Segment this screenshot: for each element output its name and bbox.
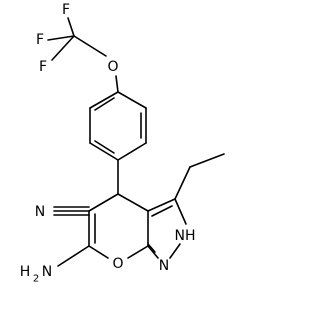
bond-ethyl-1	[174, 166, 191, 200]
bond-pyrazole-c3a-c3	[147, 198, 176, 212]
bond-benz-1	[117, 91, 147, 109]
atom-nh-ring: NH	[175, 228, 196, 244]
atom-n-ring: N	[159, 258, 169, 274]
atom-f-left-bottom: F	[39, 59, 47, 75]
bond-ethyl-2	[189, 153, 225, 168]
bond-pyrazole-c3-nh	[174, 198, 187, 225]
bond-pyran-c6-o	[88, 245, 109, 259]
bond-benz-inner-2	[94, 140, 115, 154]
bond-cf3-f-leftbottom	[51, 35, 75, 61]
atom-o-ether: O	[107, 59, 118, 75]
atom-o-ring: O	[112, 256, 123, 272]
bond-cf3-o	[73, 35, 107, 57]
atom-f-left-top: F	[36, 32, 44, 48]
bond-cf3-f-top	[67, 17, 75, 37]
bond-pyran-c4-c5	[88, 193, 119, 212]
bond-o-ring	[115, 75, 119, 93]
bond-pyran-o-c7a	[127, 245, 149, 259]
atom-n-nitrile: N	[35, 204, 45, 220]
atom-nh2-h: H	[20, 264, 31, 280]
chemical-structure-diagram: F F F O N NH N O H 2 N	[20, 2, 225, 285]
bond-pyran-c3a-c4	[117, 193, 149, 212]
bond-benz-6	[89, 91, 119, 109]
atom-nh2-subscript: 2	[33, 274, 39, 285]
bond-pyrazole-n-c7a-double	[147, 243, 156, 253]
bond-pyrazole-n-c7a	[147, 245, 159, 259]
bond-benz-inner-3	[94, 97, 115, 111]
bond-pyrazole-c3a-c3-double	[151, 205, 173, 217]
bond-amino	[57, 245, 90, 267]
atom-nh2-n: N	[42, 264, 52, 280]
bond-benz-3	[117, 142, 147, 161]
bond-pyrazole-nh-n	[169, 243, 181, 259]
bond-cf3-f-lefttop	[47, 35, 75, 41]
atom-f-top: F	[62, 2, 70, 18]
bond-benz-4	[89, 142, 119, 161]
